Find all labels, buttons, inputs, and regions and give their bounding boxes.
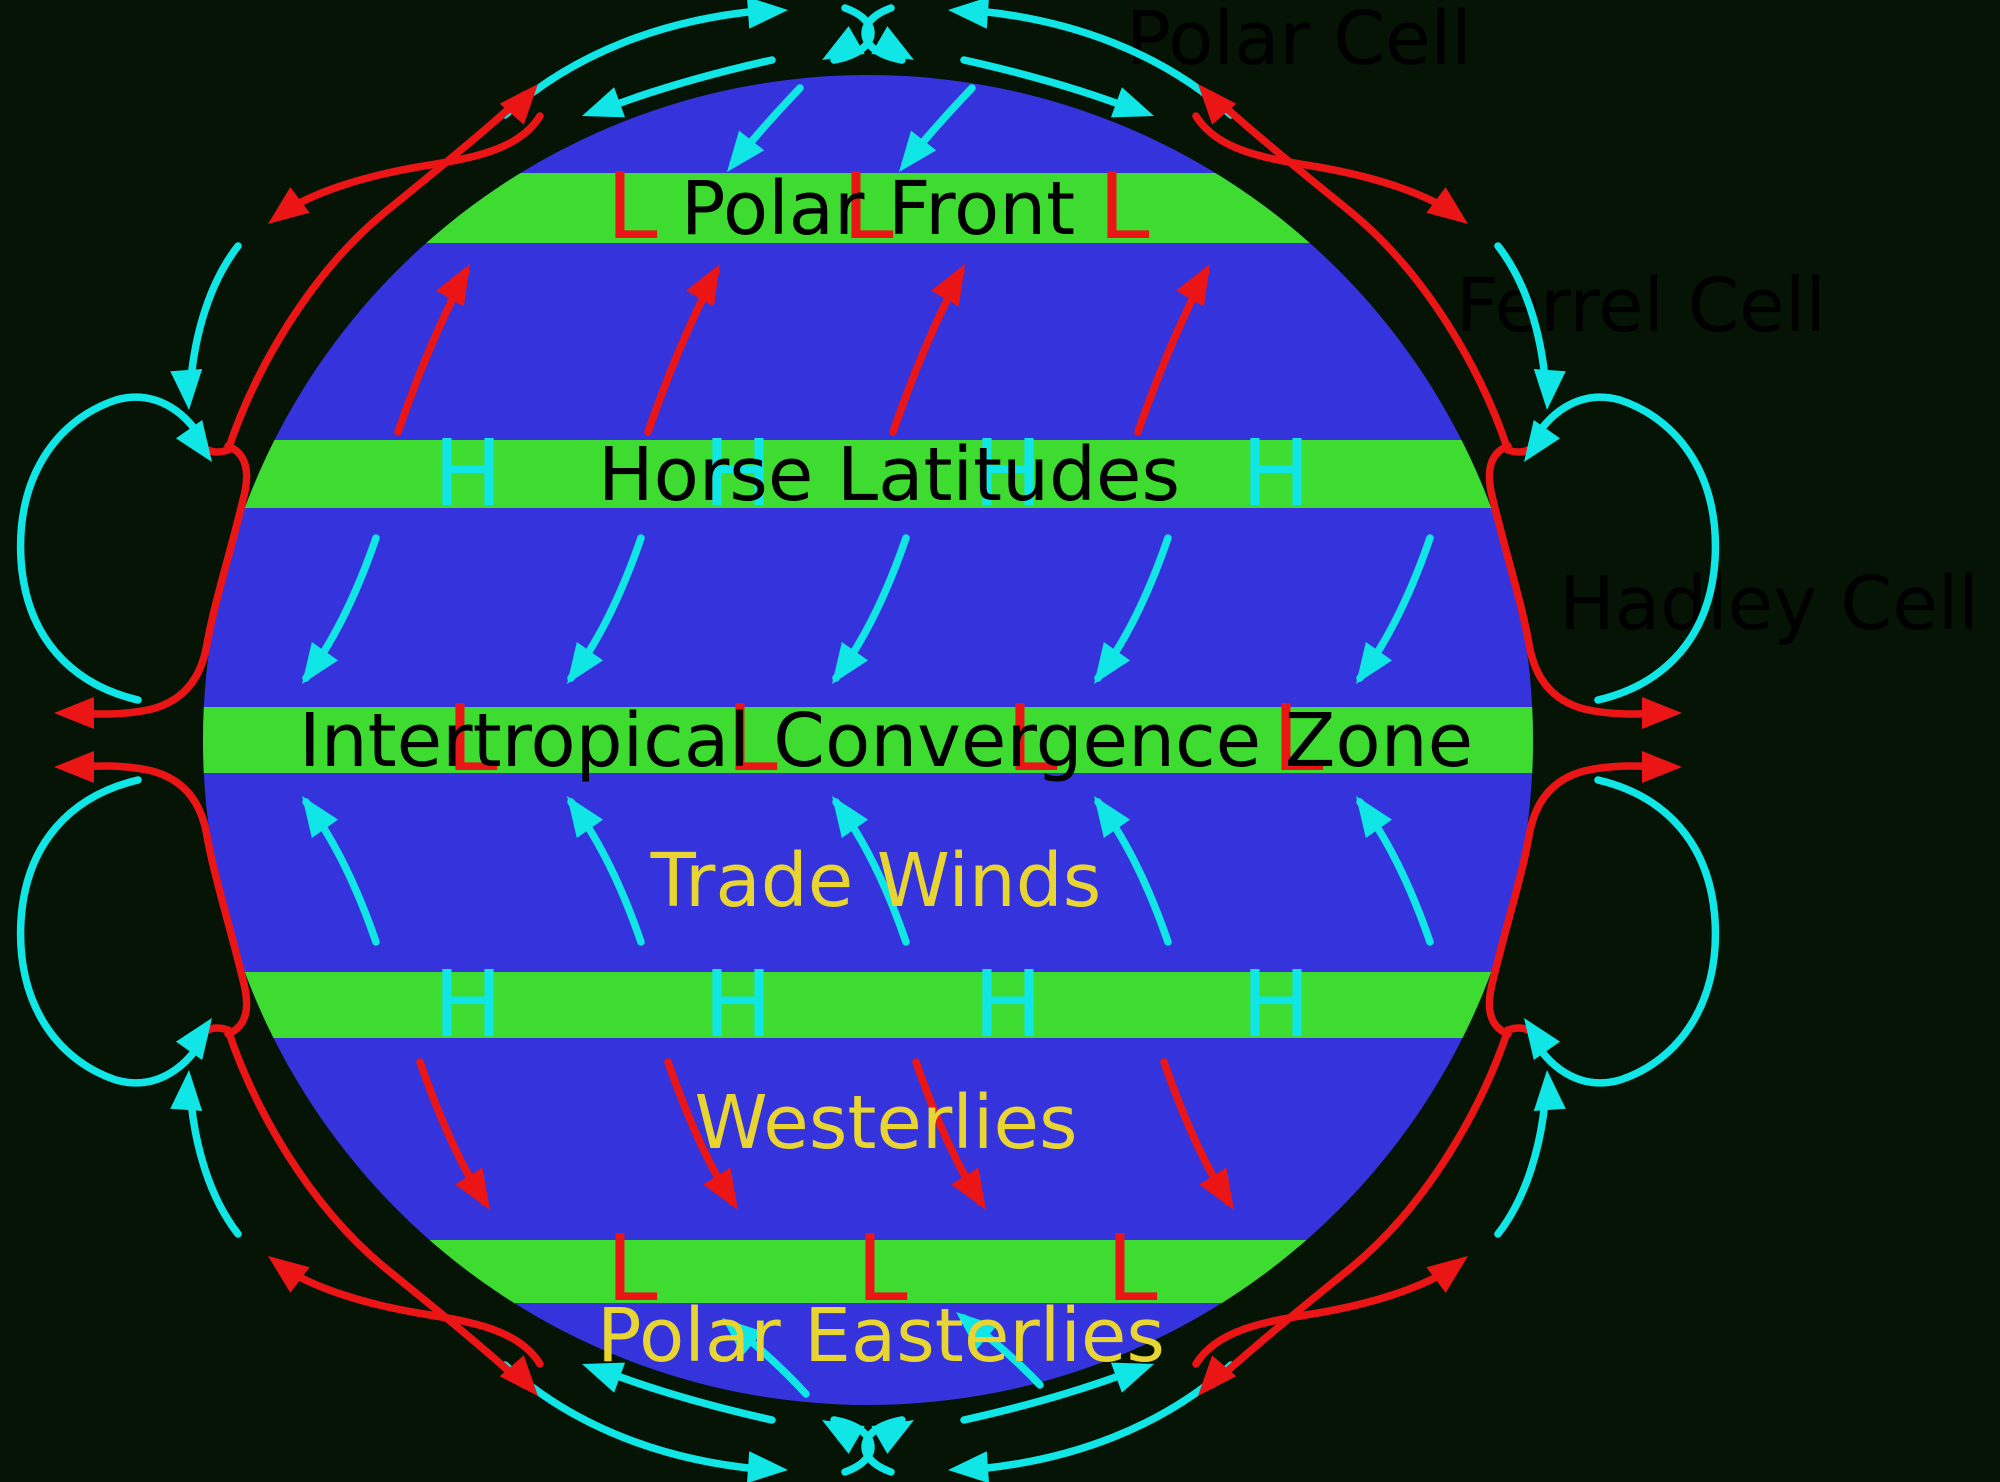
low-pressure-letters-polar-front: L L L — [606, 153, 1149, 260]
svg-text:L: L — [842, 153, 893, 260]
hadley-cell-label: Hadley Cell — [1559, 561, 1979, 647]
trade-winds-label: Trade Winds — [650, 838, 1102, 924]
svg-text:L: L — [726, 685, 777, 792]
westerlies-arrows-north — [394, 256, 1224, 436]
polar-easterlies-arrows-north — [714, 84, 976, 182]
westerlies-label: Westerlies — [694, 1080, 1077, 1166]
polar-front-label: Polar Front — [681, 166, 1075, 252]
svg-text:H: H — [973, 420, 1042, 527]
svg-text:H: H — [433, 951, 502, 1058]
polar-cell-label: Polar Cell — [1126, 0, 1471, 82]
svg-text:L: L — [856, 1215, 907, 1322]
high-pressure-letters-horse-latitudes: H H H H — [433, 420, 1310, 527]
low-pressure-letters-polar-front-south: L L L — [606, 1215, 1157, 1322]
svg-text:H: H — [703, 951, 772, 1058]
trade-winds-arrows-south — [288, 786, 1434, 946]
svg-text:H: H — [1241, 951, 1310, 1058]
svg-text:L: L — [1272, 685, 1323, 792]
low-pressure-letters-itcz: L L L L — [446, 685, 1323, 792]
svg-text:L: L — [1106, 1215, 1157, 1322]
high-pressure-letters-subtropical-south: H H H H — [433, 951, 1310, 1058]
svg-text:H: H — [433, 420, 502, 527]
svg-text:L: L — [1098, 153, 1149, 260]
ferrel-cell-label: Ferrel Cell — [1456, 263, 1826, 349]
band-horse-latitudes — [203, 440, 1533, 508]
svg-text:L: L — [446, 685, 497, 792]
polar-easterlies-arrows-south — [711, 1299, 1044, 1398]
horse-latitudes-label: Horse Latitudes — [598, 432, 1180, 518]
itcz-label: Intertropical Convergence Zone — [299, 698, 1473, 784]
svg-text:L: L — [1006, 685, 1057, 792]
polar-easterlies-label: Polar Easterlies — [597, 1293, 1165, 1379]
svg-text:H: H — [973, 951, 1042, 1058]
trade-winds-arrows-north — [288, 534, 1434, 694]
band-subtropical-high-south — [203, 972, 1533, 1038]
svg-text:L: L — [606, 153, 657, 260]
svg-text:L: L — [606, 1215, 657, 1322]
westerlies-arrows-south — [416, 1058, 1248, 1219]
svg-text:H: H — [1241, 420, 1310, 527]
band-itcz — [203, 707, 1533, 773]
svg-text:H: H — [703, 420, 772, 527]
